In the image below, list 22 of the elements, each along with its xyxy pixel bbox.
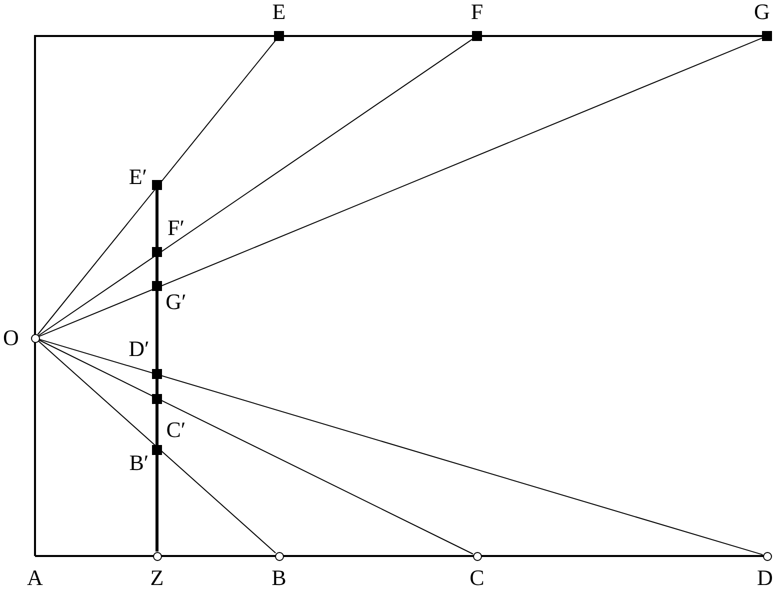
projection-line: [37, 39, 276, 335]
projection-line: [38, 37, 763, 337]
point-label: B: [270, 566, 288, 590]
point-label: Z: [149, 566, 165, 590]
projection-line: [38, 340, 276, 554]
point-label: G: [753, 0, 771, 24]
point-label: D′: [128, 337, 150, 361]
projection-line: [38, 340, 474, 554]
projection-line: [38, 38, 474, 336]
projection-line: [38, 338, 764, 556]
point-label: C′: [165, 418, 187, 442]
point-label: C: [468, 566, 486, 590]
point-label: E: [271, 0, 287, 24]
point-label: B′: [128, 451, 150, 475]
point-label: A: [26, 566, 44, 590]
point-label: D: [756, 566, 774, 590]
point-label: O: [2, 326, 20, 350]
vertical-line: [156, 190, 158, 552]
point-label: G′: [164, 290, 188, 314]
point-label: F: [470, 0, 484, 24]
point-label: F′: [166, 216, 186, 240]
point-label: E′: [128, 165, 148, 189]
